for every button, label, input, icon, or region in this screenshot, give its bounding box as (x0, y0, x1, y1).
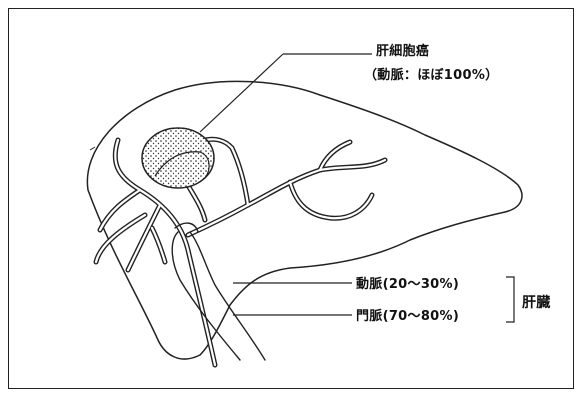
label-liver: 肝臓 (522, 295, 551, 311)
label-artery: 動脈(20～30%) (356, 277, 459, 293)
label-tumor: 肝細胞癌 (376, 44, 429, 60)
tick-mark (90, 147, 95, 150)
tumor-mass (142, 128, 214, 188)
label-portal-vein: 門脈(70～80%) (356, 309, 459, 325)
label-tumor-supply: （動脈：ほぼ100%） (364, 68, 498, 84)
vessel-tree (96, 139, 385, 365)
